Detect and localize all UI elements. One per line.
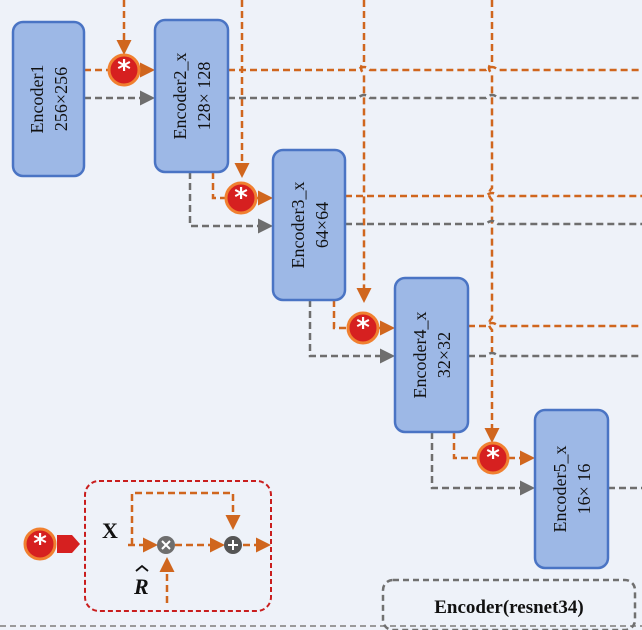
fusion-star-icon-3: * <box>346 311 380 345</box>
encoder2-size: 128× 128 <box>194 62 214 131</box>
encoder1-name: Encoder1 <box>27 65 47 134</box>
gray-connectors <box>84 90 535 496</box>
encoder5-box: Encoder5_x 16× 16 <box>533 408 610 570</box>
encoder4-name: Encoder4_x <box>410 312 430 399</box>
encoder2-box: Encoder2_x 128× 128 <box>153 18 230 174</box>
legend-rhat-label: R <box>133 574 149 599</box>
encoder1-box: Encoder1 256×256 <box>11 20 86 178</box>
svg-text:*: * <box>356 313 370 343</box>
fusion-star-icon-4: * <box>476 441 510 475</box>
encoder2-name: Encoder2_x <box>170 53 190 140</box>
add-icon <box>224 536 242 554</box>
orange-output-lines <box>228 65 642 328</box>
legend-star-icon: * <box>23 527 57 561</box>
encoder1-size: 256×256 <box>51 67 71 131</box>
legend-lines <box>128 491 271 603</box>
svg-text:*: * <box>117 55 131 85</box>
svg-text:*: * <box>486 443 500 473</box>
legend: * X R <box>23 480 272 612</box>
encoder4-box: Encoder4_x 32×32 <box>393 276 470 434</box>
gray-output-lines <box>228 93 642 490</box>
fusion-star-icon-2: * <box>224 181 258 215</box>
orange-connectors <box>84 62 535 466</box>
legend-hat-mark <box>135 564 149 572</box>
svg-text:*: * <box>234 183 248 213</box>
caption-text: Encoder(resnet34) <box>434 597 584 618</box>
encoder4-size: 32×32 <box>434 332 454 378</box>
multiply-icon <box>157 536 175 554</box>
fusion-star-icon-1: * <box>107 53 141 87</box>
legend-pointer-icon <box>57 535 80 553</box>
encoder5-size: 16× 16 <box>574 464 594 515</box>
svg-text:*: * <box>33 529 47 559</box>
encoder3-name: Encoder3_x <box>288 182 308 269</box>
encoder3-size: 64×64 <box>312 202 332 248</box>
encoder3-box: Encoder3_x 64×64 <box>271 148 347 302</box>
legend-x-label: X <box>102 518 118 543</box>
caption-box: Encoder(resnet34) <box>381 578 637 630</box>
encoder5-name: Encoder5_x <box>550 446 570 533</box>
